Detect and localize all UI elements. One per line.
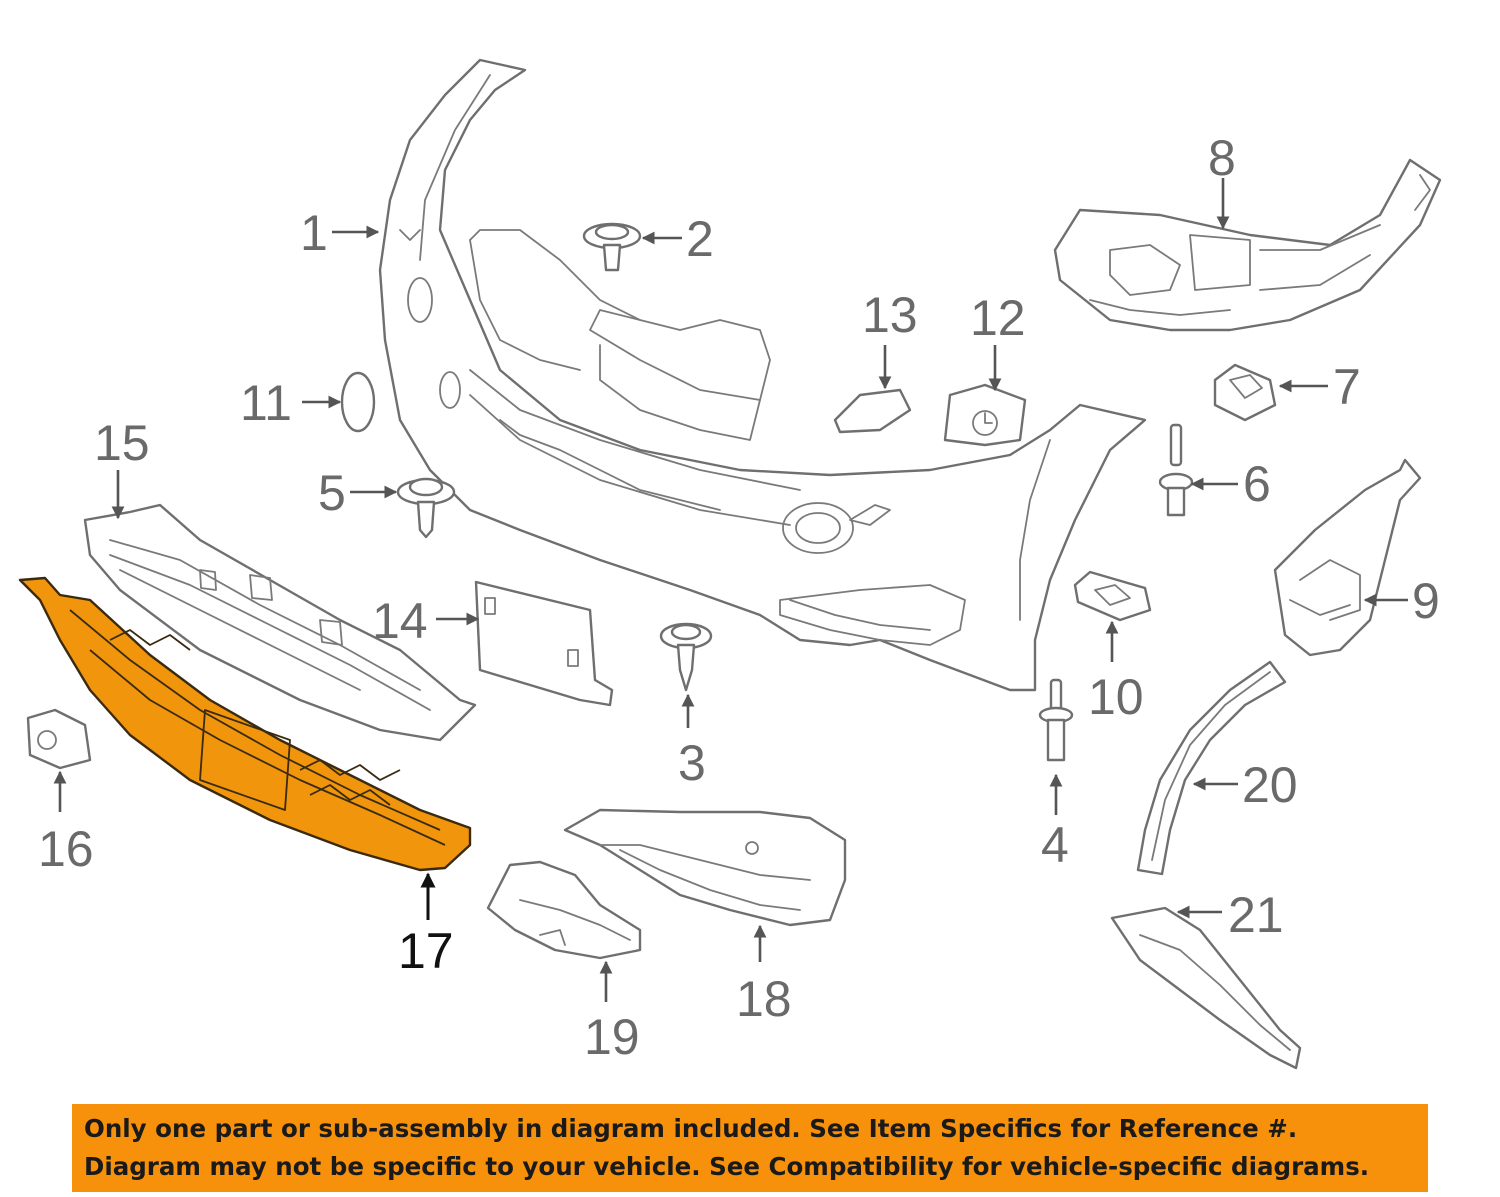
clip-part-2 [582,222,642,272]
callout-21: 21 [1228,887,1284,943]
grille-part-15 [83,503,477,742]
callout-15: 15 [94,415,150,471]
rivet-part-4 [1038,678,1074,762]
callout-3: 3 [678,735,706,791]
bracket-part-8 [1053,158,1442,332]
callout-11: 11 [240,375,292,431]
callout-14: 14 [372,593,428,649]
callout-20: 20 [1242,757,1298,813]
lower-grille-part-17 [18,576,472,872]
callout-10: 10 [1088,669,1144,725]
rivet-part-6 [1158,423,1194,517]
bumper-cover-part [378,58,1147,692]
callout-8: 8 [1208,130,1236,186]
callout-19: 19 [584,1009,640,1065]
callout-13: 13 [862,287,918,343]
disclaimer-line-2: Diagram may not be specific to your vehi… [84,1152,1370,1181]
callout-9: 9 [1412,573,1440,629]
cap-part-11 [340,371,376,433]
duct-part-19 [486,860,642,960]
parts-diagram: 1 2 3 4 5 6 7 8 9 10 11 12 13 14 15 16 1… [18,58,1442,1070]
washer-cap-part-13 [833,388,912,434]
callout-6: 6 [1243,456,1271,512]
disclaimer-line-1: Only one part or sub-assembly in diagram… [84,1114,1298,1143]
callout-7: 7 [1333,359,1361,415]
arch-trim-part-20 [1136,660,1287,876]
leader-arrows [53,178,1408,1002]
disclaimer-banner: Only one part or sub-assembly in diagram… [72,1104,1428,1192]
tow-cover-part-12 [943,383,1027,447]
callout-2: 2 [686,211,714,267]
callout-5: 5 [318,465,346,521]
callout-17: 17 [398,923,454,979]
sensor-bracket-part-16 [26,708,92,770]
clip-part-3 [659,622,713,692]
plate-bracket-part-14 [474,580,614,707]
fog-trim-part-18 [563,808,847,927]
nut-part-7 [1213,363,1277,422]
callout-4: 4 [1041,817,1069,873]
callout-1: 1 [300,205,328,261]
callout-12: 12 [970,290,1026,346]
nut-part-10 [1073,570,1152,622]
deflector-part-21 [1110,906,1302,1070]
callout-16: 16 [38,821,94,877]
callout-18: 18 [736,971,792,1027]
clip-part-5 [396,477,456,539]
bracket-part-9 [1273,458,1422,657]
